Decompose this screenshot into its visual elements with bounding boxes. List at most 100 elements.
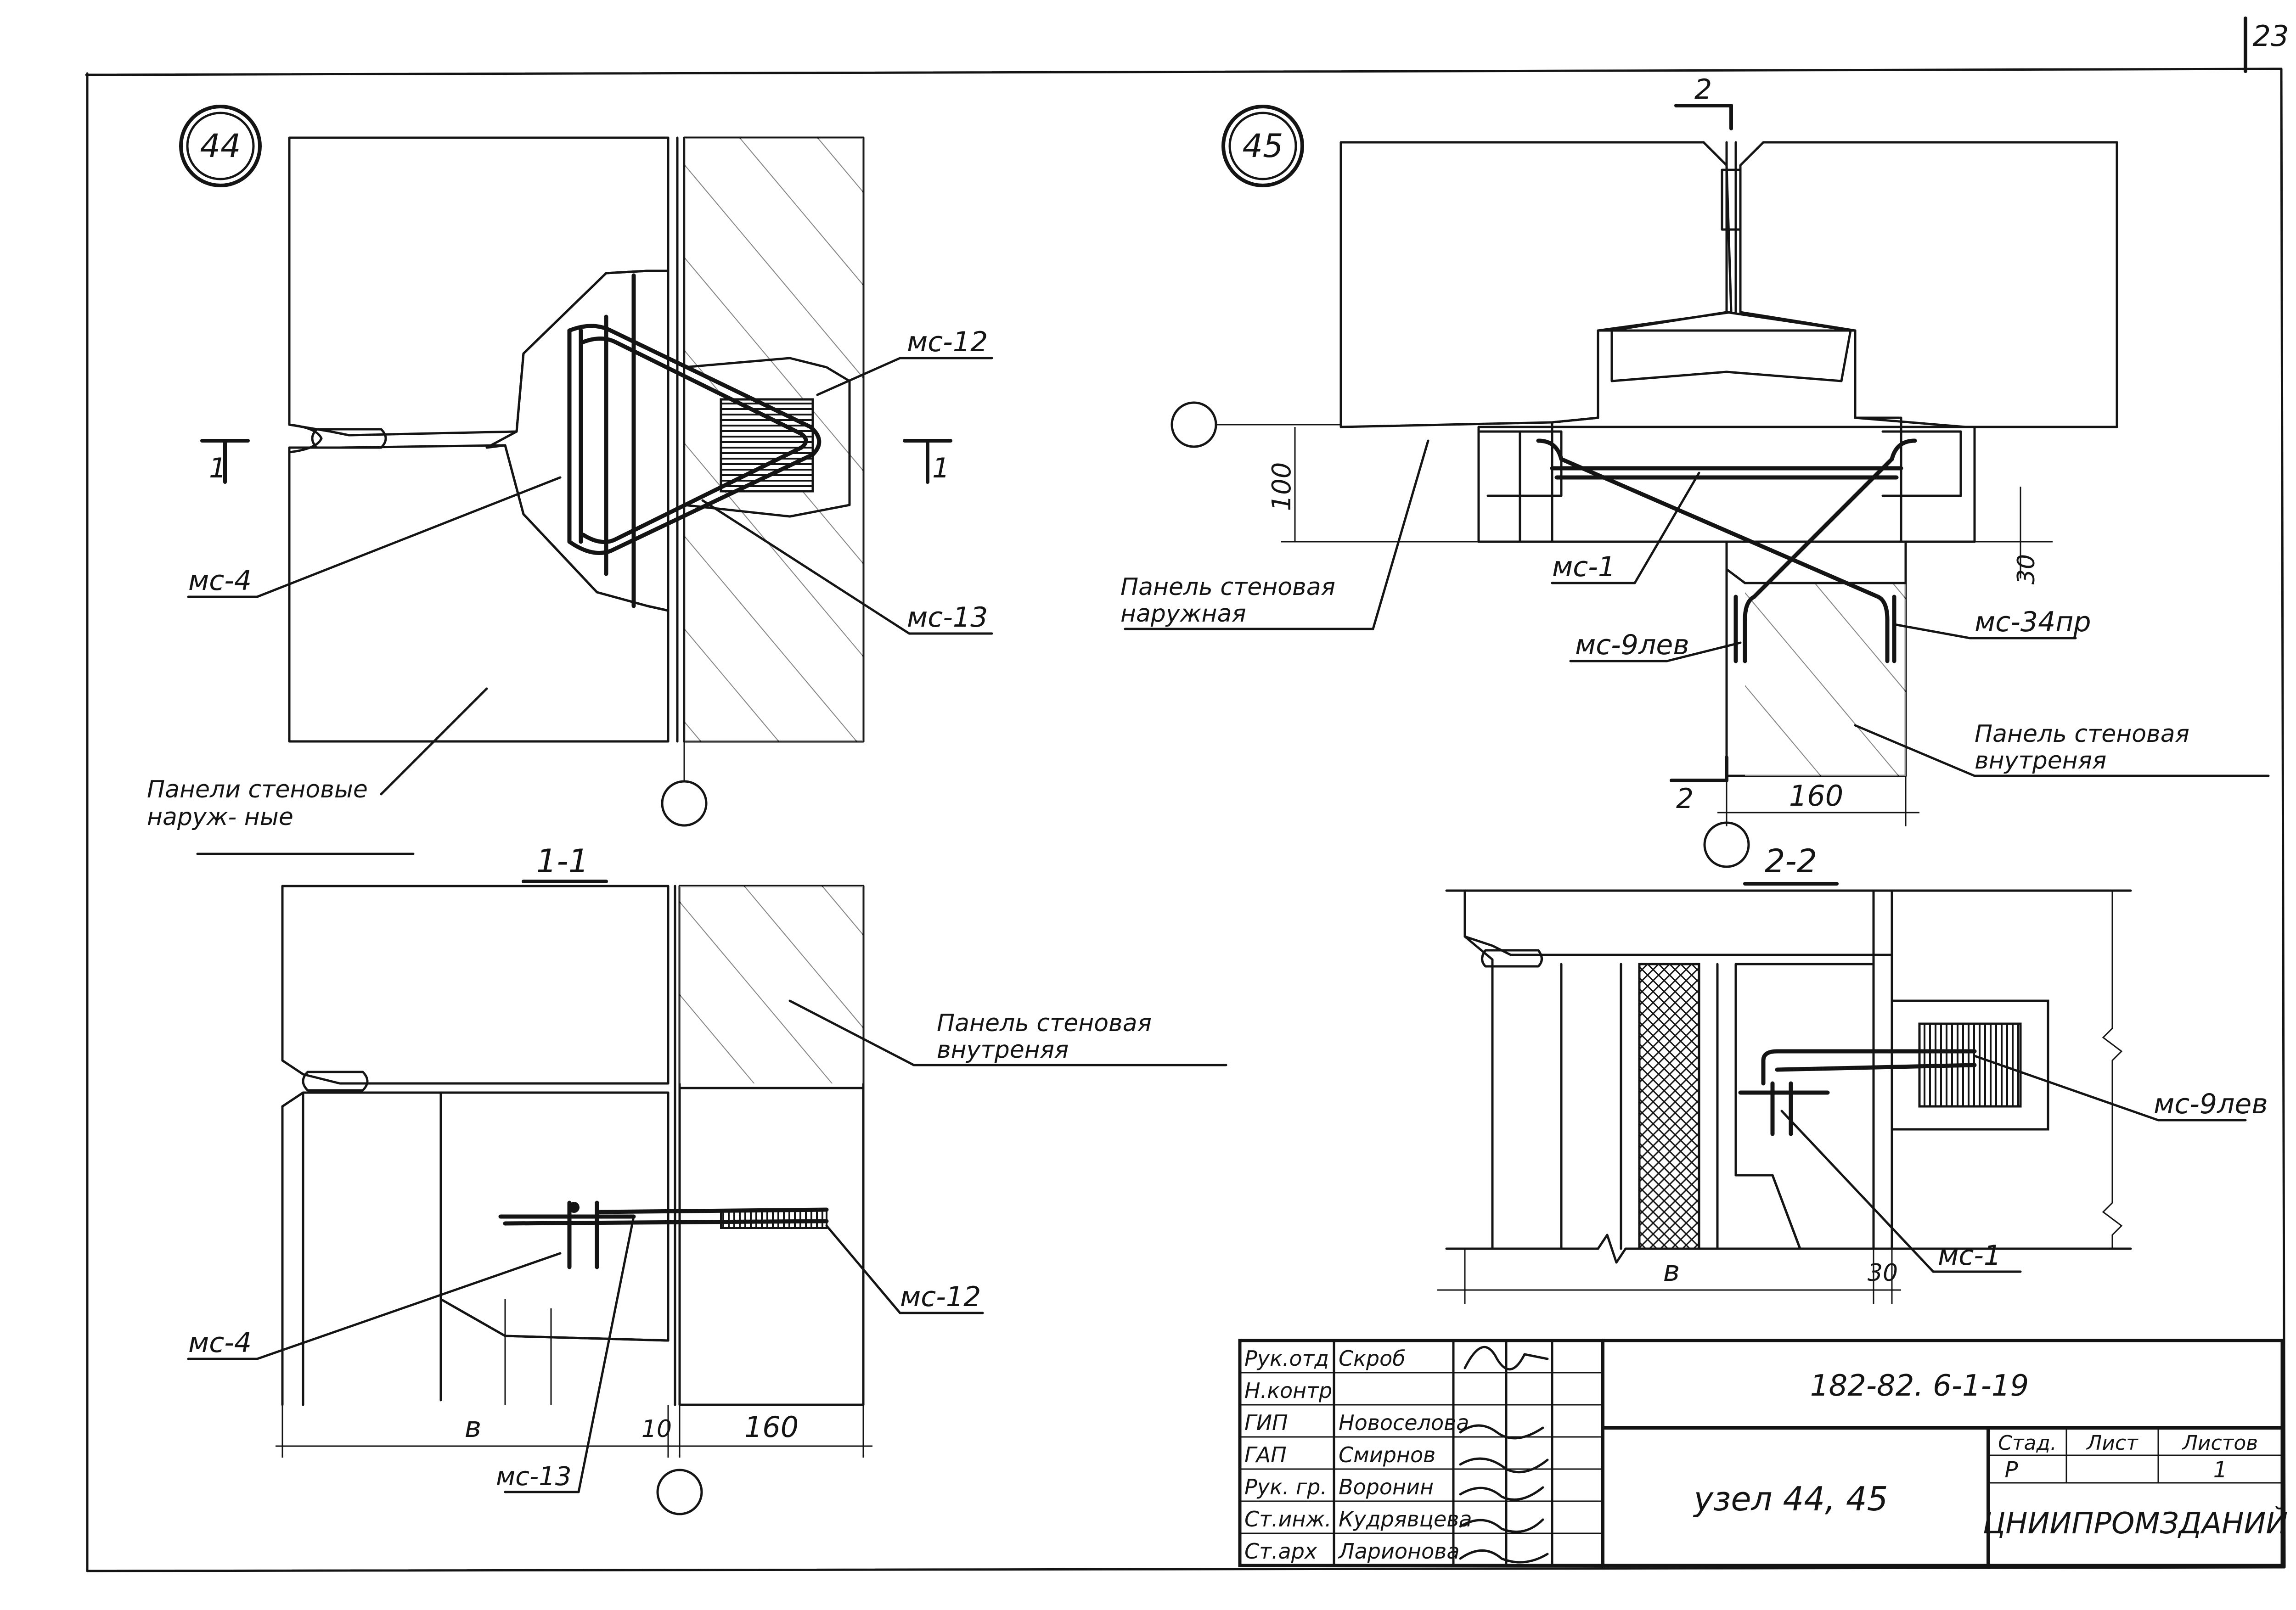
organization: ЦНИИПРОМЗДАНИЙ (1983, 1506, 2288, 1541)
role-4: Рук. гр. (1244, 1475, 1327, 1499)
role-0: Рук.отд (1244, 1346, 1329, 1371)
svg-text:2: 2 (1676, 783, 1694, 815)
section-1-1: 1-1 (187, 842, 1227, 1515)
section-mark-1-right: 1 (903, 439, 952, 484)
role-1: Н.контр (1244, 1378, 1332, 1403)
sheet-frame: 23 (85, 17, 2289, 1572)
svg-text:мс-9лев: мс-9лев (1575, 629, 1689, 661)
node-45-marker: 45 (1221, 105, 1304, 187)
svg-text:в: в (1663, 1254, 1680, 1288)
name-0: Скроб (1339, 1346, 1406, 1371)
panels-outer-label: Панели стеновые наруж- ные (147, 687, 488, 855)
axis-bubble-44 (661, 780, 708, 827)
svg-text:мс-12: мс-12 (900, 1281, 981, 1313)
axis-bubble-45-left (1171, 401, 1217, 448)
grout-pocket-44 (485, 269, 670, 612)
node-45-callout-mc1: мс-1 (1551, 471, 1700, 584)
section-2-2: 2-2 (1437, 842, 2268, 1304)
name-4: Воронин (1339, 1475, 1434, 1499)
node-45-cut-bottom: 2 (1670, 756, 1728, 815)
svg-text:2: 2 (1694, 73, 1712, 106)
callout-mc12-44: мс-12 (816, 326, 993, 396)
svg-text:мс-13: мс-13 (496, 1462, 572, 1492)
role-2: ГИП (1244, 1410, 1288, 1435)
sheet-number: 23 (2253, 19, 2289, 53)
svg-text:в: в (465, 1410, 482, 1444)
node-45-outer-right (1739, 141, 2118, 428)
rebar-44 (567, 273, 822, 608)
node-45: 45 2 (1120, 73, 2270, 868)
node-45-cut-top: 2 (1674, 73, 1733, 130)
callout-mc4-44: мс-4 (187, 476, 562, 598)
node-44-marker: 44 (179, 105, 262, 187)
node-45-outer-left (1339, 141, 1733, 428)
svg-text:мс-34пр: мс-34пр (1975, 606, 2091, 638)
title-block: Рук.отд Скроб Н.контр ГИП Новоселова ГАП… (1238, 1339, 2288, 1567)
svg-text:мс-4: мс-4 (188, 1327, 252, 1359)
stage-value: Р (2005, 1457, 2018, 1483)
name-3: Смирнов (1339, 1442, 1435, 1467)
section-2-2-rebar (1738, 1049, 1977, 1136)
section-2-2-callout-mc9lev: мс-9лев (1973, 1055, 2268, 1122)
node-45-callout-panel-outer: Панель стеновая наружная (1120, 439, 1429, 630)
sheets-value: 1 (2213, 1457, 2228, 1483)
sheet-head: Лист (2086, 1431, 2138, 1455)
sheets-head: Листов (2182, 1431, 2258, 1455)
node-44-number: 44 (200, 127, 241, 165)
section-1-1-callout-panel: Панель стеновая внутреняя (788, 999, 1227, 1066)
svg-text:мс-4: мс-4 (188, 565, 252, 597)
doc-code: 182-82. 6-1-19 (1810, 1369, 2029, 1403)
section-2-2-outer-panel (1463, 889, 1893, 956)
drawing-title: узел 44, 45 (1693, 1480, 1888, 1518)
node-45-dim-100: 100 (1267, 427, 1479, 543)
node-45-callout-panel-inner: Панель стеновая внутреняя (1854, 721, 2270, 777)
node-45-dim-160: 160 (1717, 776, 1919, 826)
svg-text:1: 1 (932, 452, 950, 484)
section-2-2-grout (1734, 963, 1875, 1250)
name-5: Кудрявцева (1339, 1507, 1472, 1531)
section-1-1-callout-mc13: мс-13 (496, 1215, 635, 1493)
section-2-2-insulation (1638, 963, 1700, 1250)
signatures (1459, 1346, 1549, 1564)
section-1-1-rebar (498, 1200, 829, 1269)
svg-text:мс-13: мс-13 (907, 601, 988, 634)
svg-text:мс-9лев: мс-9лев (2154, 1088, 2268, 1120)
svg-text:1: 1 (209, 452, 226, 484)
svg-text:100: 100 (1267, 462, 1297, 511)
svg-text:160: 160 (744, 1410, 799, 1444)
node-45-callout-mc34pr: мс-34пр (1893, 606, 2091, 640)
section-2-2-dims: в 30 (1437, 1249, 1901, 1304)
section-1-1-callout-mc4: мс-4 (187, 1252, 562, 1360)
svg-text:30: 30 (2013, 554, 2040, 584)
role-5: Ст.инж. (1244, 1507, 1332, 1531)
name-6: Ларионова (1338, 1539, 1460, 1564)
node-44: 44 1 (147, 105, 993, 855)
section-1-1-callout-mc12: мс-12 (825, 1224, 984, 1314)
svg-text:30: 30 (1868, 1259, 1898, 1287)
stage-head: Стад. (1998, 1431, 2057, 1455)
svg-text:160: 160 (1789, 779, 1843, 813)
panels-outer-text: Панели стеновые наруж- ные (147, 776, 368, 831)
node-45-rebar (1536, 438, 1917, 663)
role-6: Ст.арх (1244, 1539, 1317, 1564)
svg-text:45: 45 (1242, 127, 1283, 165)
axis-bubble-45-bottom (1703, 821, 1750, 868)
section-1-1-title: 1-1 (536, 842, 589, 880)
section-1-1-dims: в 10 160 (276, 1405, 872, 1458)
sealant-44 (311, 428, 387, 449)
node-45-callout-mc9lev: мс-9лев (1569, 629, 1742, 662)
section-1-1-sealant (302, 1071, 369, 1092)
svg-text:мс-1: мс-1 (1552, 551, 1615, 583)
node-45-dim-30: 30 (1975, 487, 2053, 584)
axis-bubble-1-1 (656, 1469, 703, 1515)
svg-text:мс-1: мс-1 (1938, 1240, 2001, 1272)
callout-mc13-44: мс-13 (701, 499, 993, 635)
section-2-2-callout-mc1: мс-1 (1780, 1110, 2022, 1273)
name-2: Новоселова (1339, 1410, 1469, 1435)
svg-text:мс-12: мс-12 (907, 326, 988, 358)
section-1-1-outer-panel (281, 885, 670, 1085)
role-3: ГАП (1244, 1442, 1287, 1467)
svg-text:2-2: 2-2 (1765, 842, 1817, 880)
node-45-grout-core (1551, 329, 1902, 543)
